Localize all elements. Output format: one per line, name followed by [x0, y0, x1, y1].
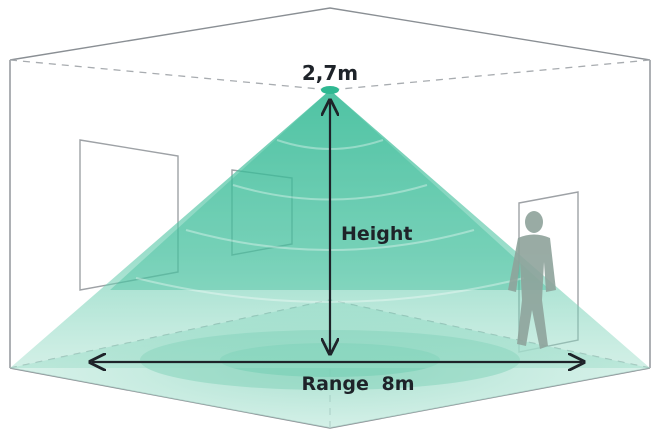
height-label: Height [341, 223, 413, 245]
ceiling-back-edge [9, 7, 651, 61]
range-word: Range [301, 373, 368, 395]
range-value: 8m [382, 373, 415, 395]
range-label: Range 8m [301, 373, 414, 395]
person-silhouette [508, 211, 556, 349]
mount-height-label: 2,7m [302, 61, 358, 85]
sensor-device [321, 86, 339, 94]
